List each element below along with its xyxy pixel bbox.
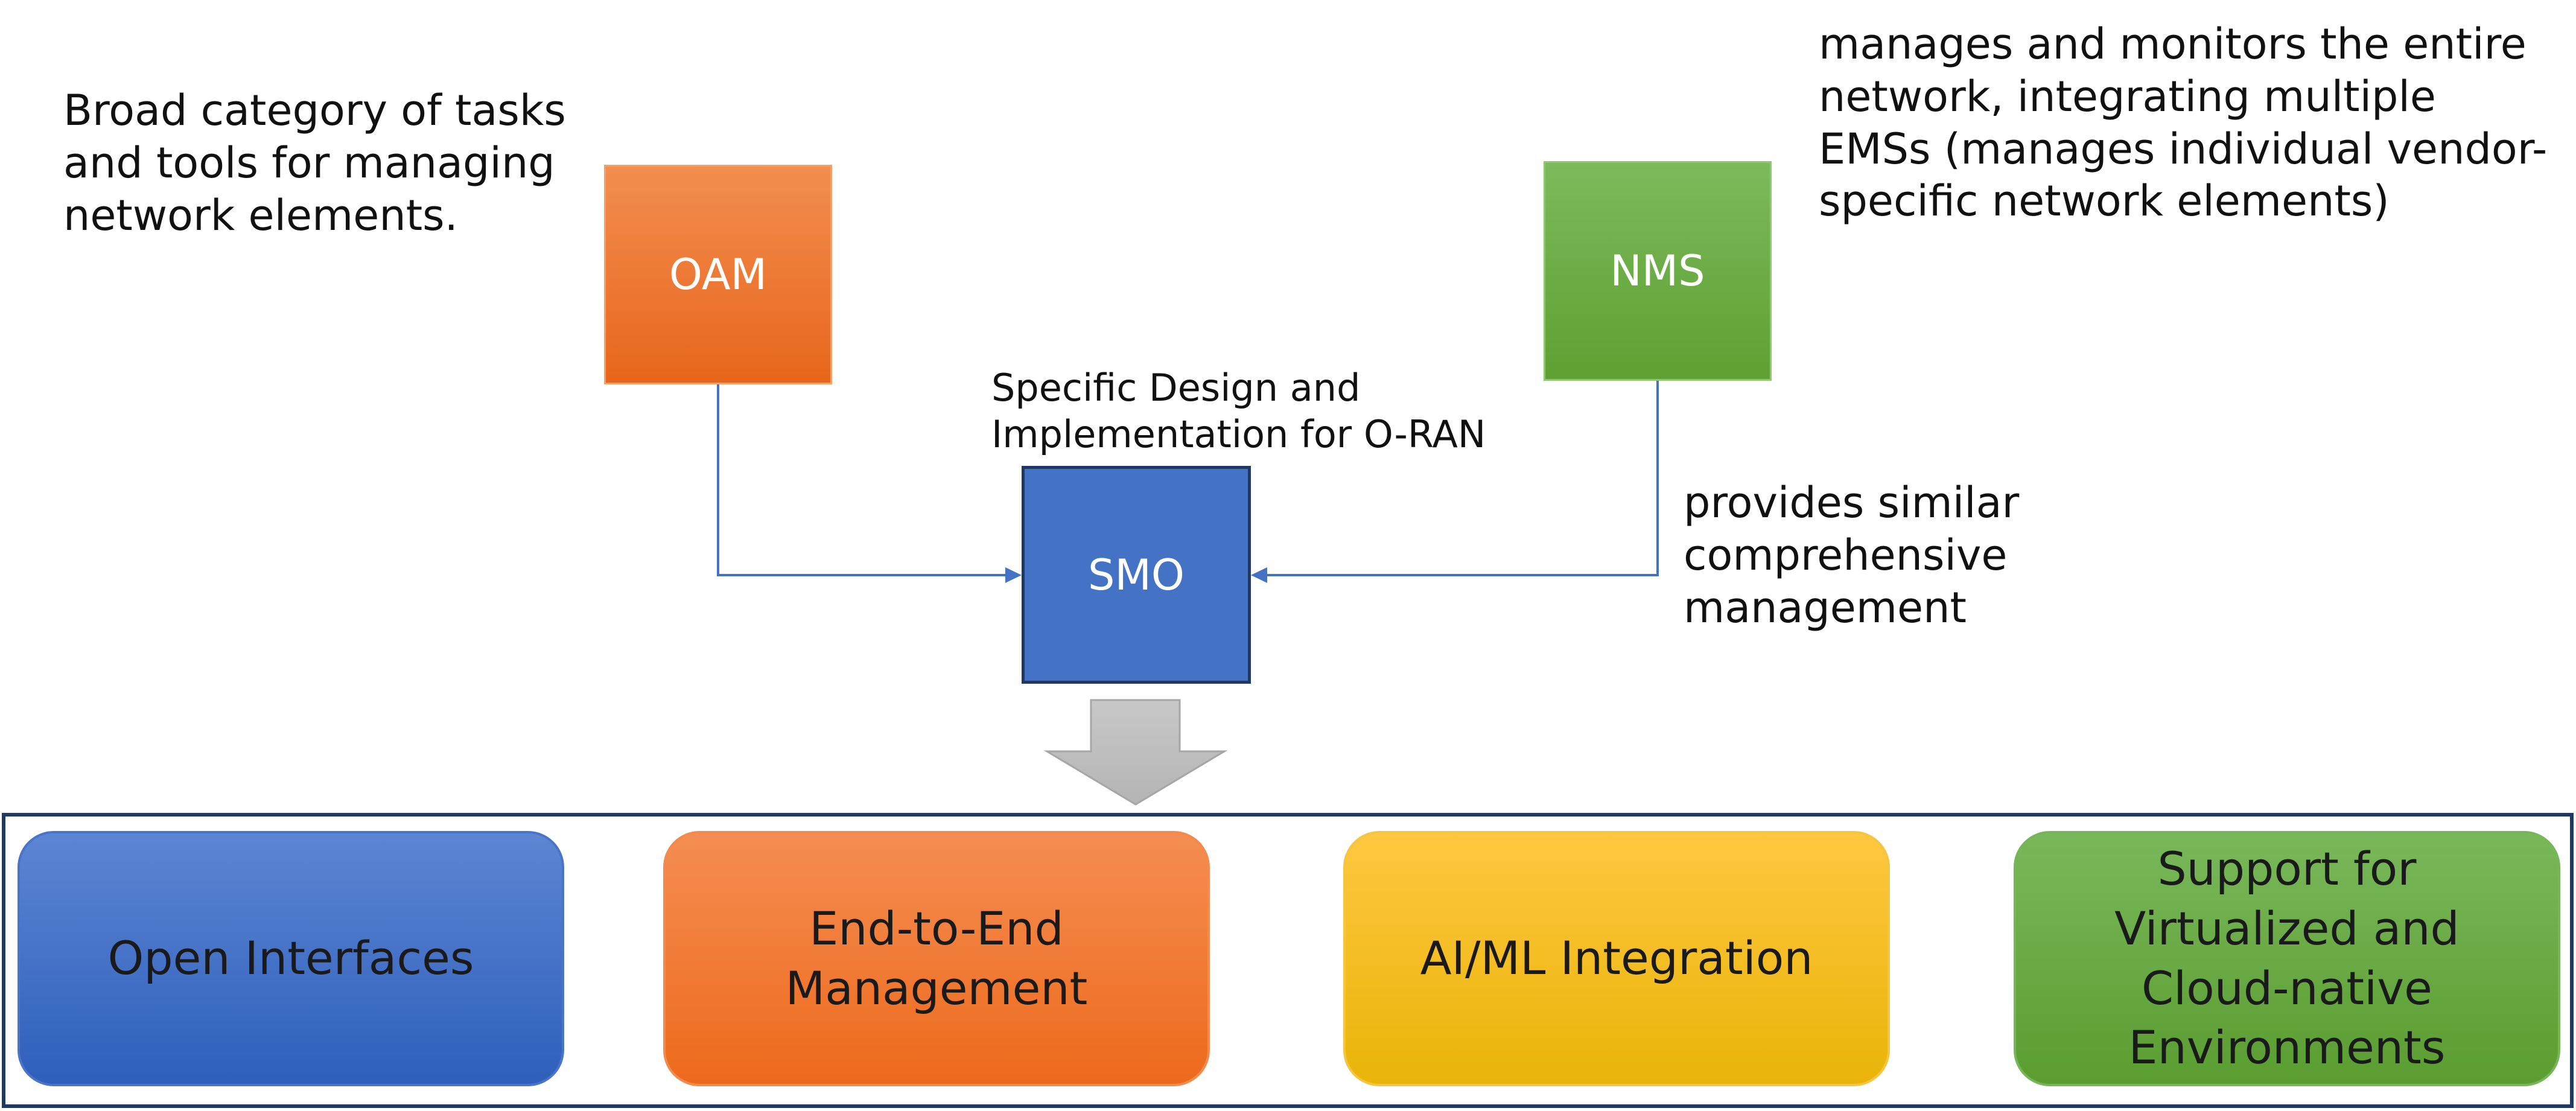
capability-label: End-to-End Management <box>785 901 1088 1015</box>
capability-label: Open Interfaces <box>107 931 474 985</box>
smo-label: SMO <box>1088 550 1185 600</box>
oam-to-smo-arrowhead <box>1005 567 1022 583</box>
nms-to-smo-connector <box>1266 381 1659 576</box>
oam-to-smo-connector <box>717 384 1007 576</box>
capability-end-to-end-management: End-to-End Management <box>663 831 1210 1086</box>
smo-box: SMO <box>1022 466 1251 684</box>
oam-box: OAM <box>604 165 832 384</box>
nms-box: NMS <box>1544 161 1772 381</box>
down-arrow-icon <box>1043 699 1228 806</box>
capability-label: AI/ML Integration <box>1420 931 1813 985</box>
smo-description: Specific Design and Implementation for O… <box>991 366 1486 456</box>
capability-open-interfaces: Open Interfaces <box>17 831 564 1086</box>
oam-description: Broad category of tasks and tools for ma… <box>63 86 566 240</box>
nms-description: manages and monitors the entire network,… <box>1819 19 2548 226</box>
oam-label: OAM <box>669 250 768 299</box>
capability-virtualized-cloud-native: Support for Virtualized and Cloud-native… <box>2014 831 2560 1086</box>
nms-smo-description: provides similar comprehensive managemen… <box>1684 478 2020 632</box>
capability-label: Support for Virtualized and Cloud-native… <box>2114 841 2460 1075</box>
nms-label: NMS <box>1610 246 1705 296</box>
nms-to-smo-arrowhead <box>1251 567 1267 583</box>
capability-ai-ml-integration: AI/ML Integration <box>1343 831 1890 1086</box>
